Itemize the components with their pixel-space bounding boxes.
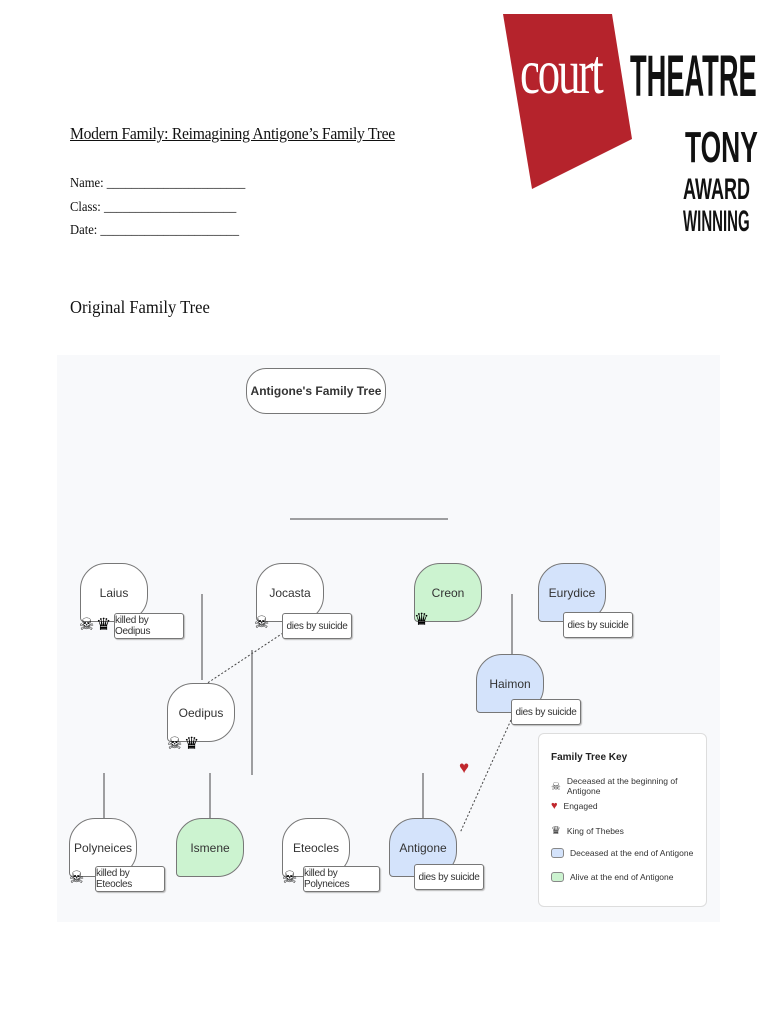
skull-icon: ☠ [69,868,85,887]
logo-red-shape [503,14,632,189]
key-title: Family Tree Key [551,752,628,763]
crown-icon: ♛ [551,825,561,837]
badge-eteocles: killed by Polyneices [303,866,380,892]
node-ismene: Ismene [176,818,244,877]
skull-icon: ☠ [79,615,95,634]
badge-eurydice: dies by suicide [563,612,633,638]
key-item: Deceased at the end of Antigone [551,848,693,858]
court-theatre-logo: court THEATRE TONY AWARD WINNING [500,14,758,239]
blue-swatch-icon [551,848,564,858]
diagram-title: Antigone's Family Tree [250,384,382,398]
heart-icon: ♥ [459,758,470,777]
date-field[interactable]: Date: ______________________ [70,223,240,238]
badge-haimon: dies by suicide [511,699,581,725]
node-oedipus: Oedipus [167,683,235,742]
skull-icon: ☠ [282,868,298,887]
key-item: Alive at the end of Antigone [551,872,674,882]
logo-theatre: THEATRE [630,44,757,109]
crown-icon: ♛ [414,610,430,629]
family-tree-diagram: Antigone's Family Tree Laius Jocasta Cre… [57,355,720,922]
badge-laius: killed by Oedipus [114,613,184,639]
skull-icon: ☠ [551,780,561,793]
skull-icon: ☠ [167,734,183,753]
skull-icon: ☠ [254,613,270,632]
diagram-title-box: Antigone's Family Tree [246,368,386,414]
badge-polyneices: killed by Eteocles [95,866,165,892]
logo-award: AWARD [683,173,751,206]
logo-winning: WINNING [683,205,750,238]
green-swatch-icon [551,872,564,882]
node-creon: Creon [414,563,482,622]
badge-antigone: dies by suicide [414,864,484,890]
node-jocasta: Jocasta [256,563,324,622]
connector-lines [103,518,513,834]
heart-icon: ♥ [551,800,558,812]
key-item: ♛King of Thebes [551,825,624,837]
key-item: ☠Deceased at the beginning of Antigone [551,776,678,796]
section-title: Original Family Tree [70,297,210,317]
crown-icon: ♛ [184,734,200,753]
document-title: Modern Family: Reimagining Antigone’s Fa… [70,124,395,143]
crown-icon: ♛ [96,615,112,634]
node-laius: Laius [80,563,148,622]
key-item: ♥Engaged [551,800,598,812]
logo-tony: TONY [685,123,758,172]
badge-jocasta: dies by suicide [282,613,352,639]
family-tree-key: Family Tree Key ☠Deceased at the beginni… [538,733,707,907]
class-field[interactable]: Class: _____________________ [70,200,237,215]
logo-court: court [520,36,604,107]
name-field[interactable]: Name: ______________________ [70,176,246,191]
